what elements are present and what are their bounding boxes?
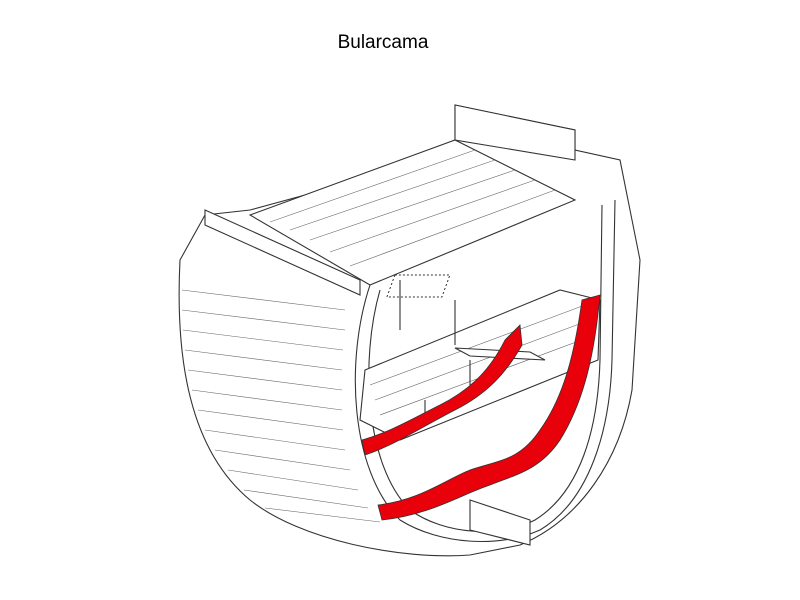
lower-deck <box>359 289 601 441</box>
rider-bularcama-far <box>361 324 523 456</box>
transom-panel <box>454 104 576 161</box>
frame-section <box>354 199 616 542</box>
upper-deck-planks <box>269 149 556 267</box>
keel <box>469 499 531 546</box>
hull-planking <box>181 289 381 523</box>
hatch-grating <box>386 274 451 298</box>
rider-bularcama-main <box>377 294 601 521</box>
stanchions <box>399 280 471 420</box>
diagram-title: Bularcama <box>337 32 429 53</box>
upper-deck <box>248 139 577 286</box>
bulwark <box>204 209 361 296</box>
